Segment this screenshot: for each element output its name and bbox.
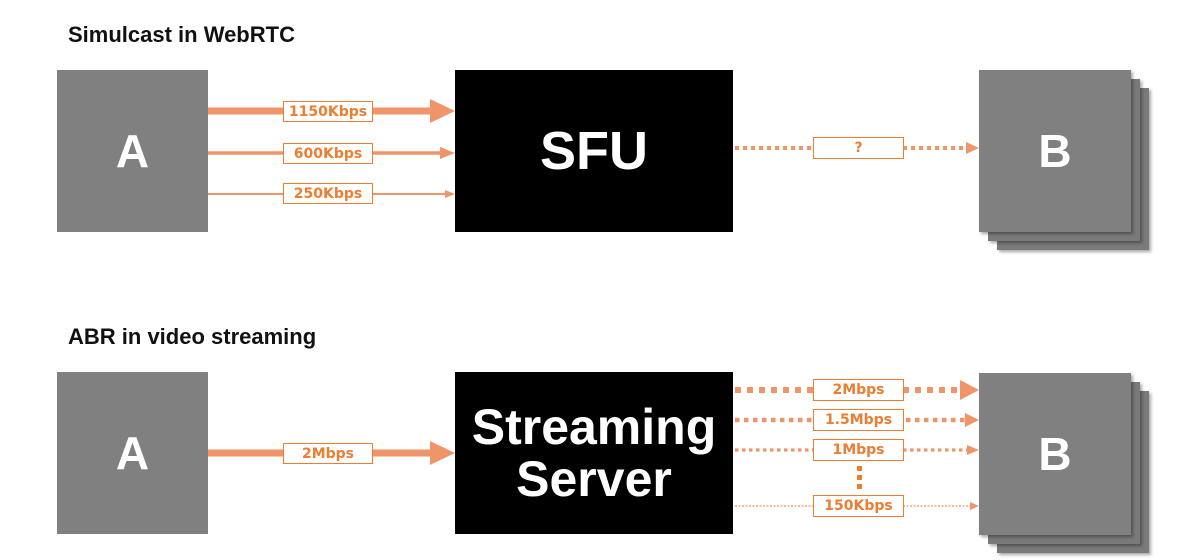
receiver-label: B — [1038, 125, 1072, 177]
abr-downlink-1.5mbps-arrow — [735, 413, 979, 427]
rate-label-unknown: ? — [813, 137, 904, 159]
rate-label-600kbps: 600Kbps — [283, 143, 373, 164]
sender-label: A — [115, 427, 150, 479]
rate-label-abr-uplink-2mbps: 2Mbps — [283, 443, 373, 464]
abr-downlink-1mbps-arrow — [735, 445, 979, 455]
receiver-layer-front: B — [979, 70, 1131, 232]
rate-label-1.5mbps: 1.5Mbps — [813, 409, 904, 431]
rate-label-2mbps: 2Mbps — [813, 379, 904, 401]
abr-title: ABR in video streaming — [68, 324, 317, 349]
rate-label-1mbps: 1Mbps — [813, 439, 904, 461]
rate-label-250kbps: 250Kbps — [283, 183, 373, 204]
simulcast-sender-node: A — [57, 70, 208, 232]
abr-receiver-stack: B — [979, 373, 1149, 553]
sender-label: A — [115, 125, 150, 177]
sfu-label: SFU — [540, 120, 648, 181]
receiver-layer-front: B — [979, 373, 1131, 535]
rate-label-1150kbps: 1150Kbps — [283, 101, 373, 122]
server-label-line1: Streaming — [471, 398, 717, 455]
ellipsis-dots — [857, 466, 862, 489]
downlink-unknown-arrow — [735, 142, 979, 154]
rate-label-150kbps: 150Kbps — [813, 495, 904, 517]
simulcast-receiver-stack: B — [979, 70, 1149, 250]
server-label-line2: Server — [516, 451, 672, 507]
simulcast-title: Simulcast in WebRTC — [68, 22, 295, 47]
receiver-label: B — [1038, 428, 1072, 480]
sfu-node: SFU — [455, 70, 733, 232]
abr-sender-node: A — [57, 372, 208, 534]
streaming-server-node: Streaming Server — [455, 372, 733, 534]
